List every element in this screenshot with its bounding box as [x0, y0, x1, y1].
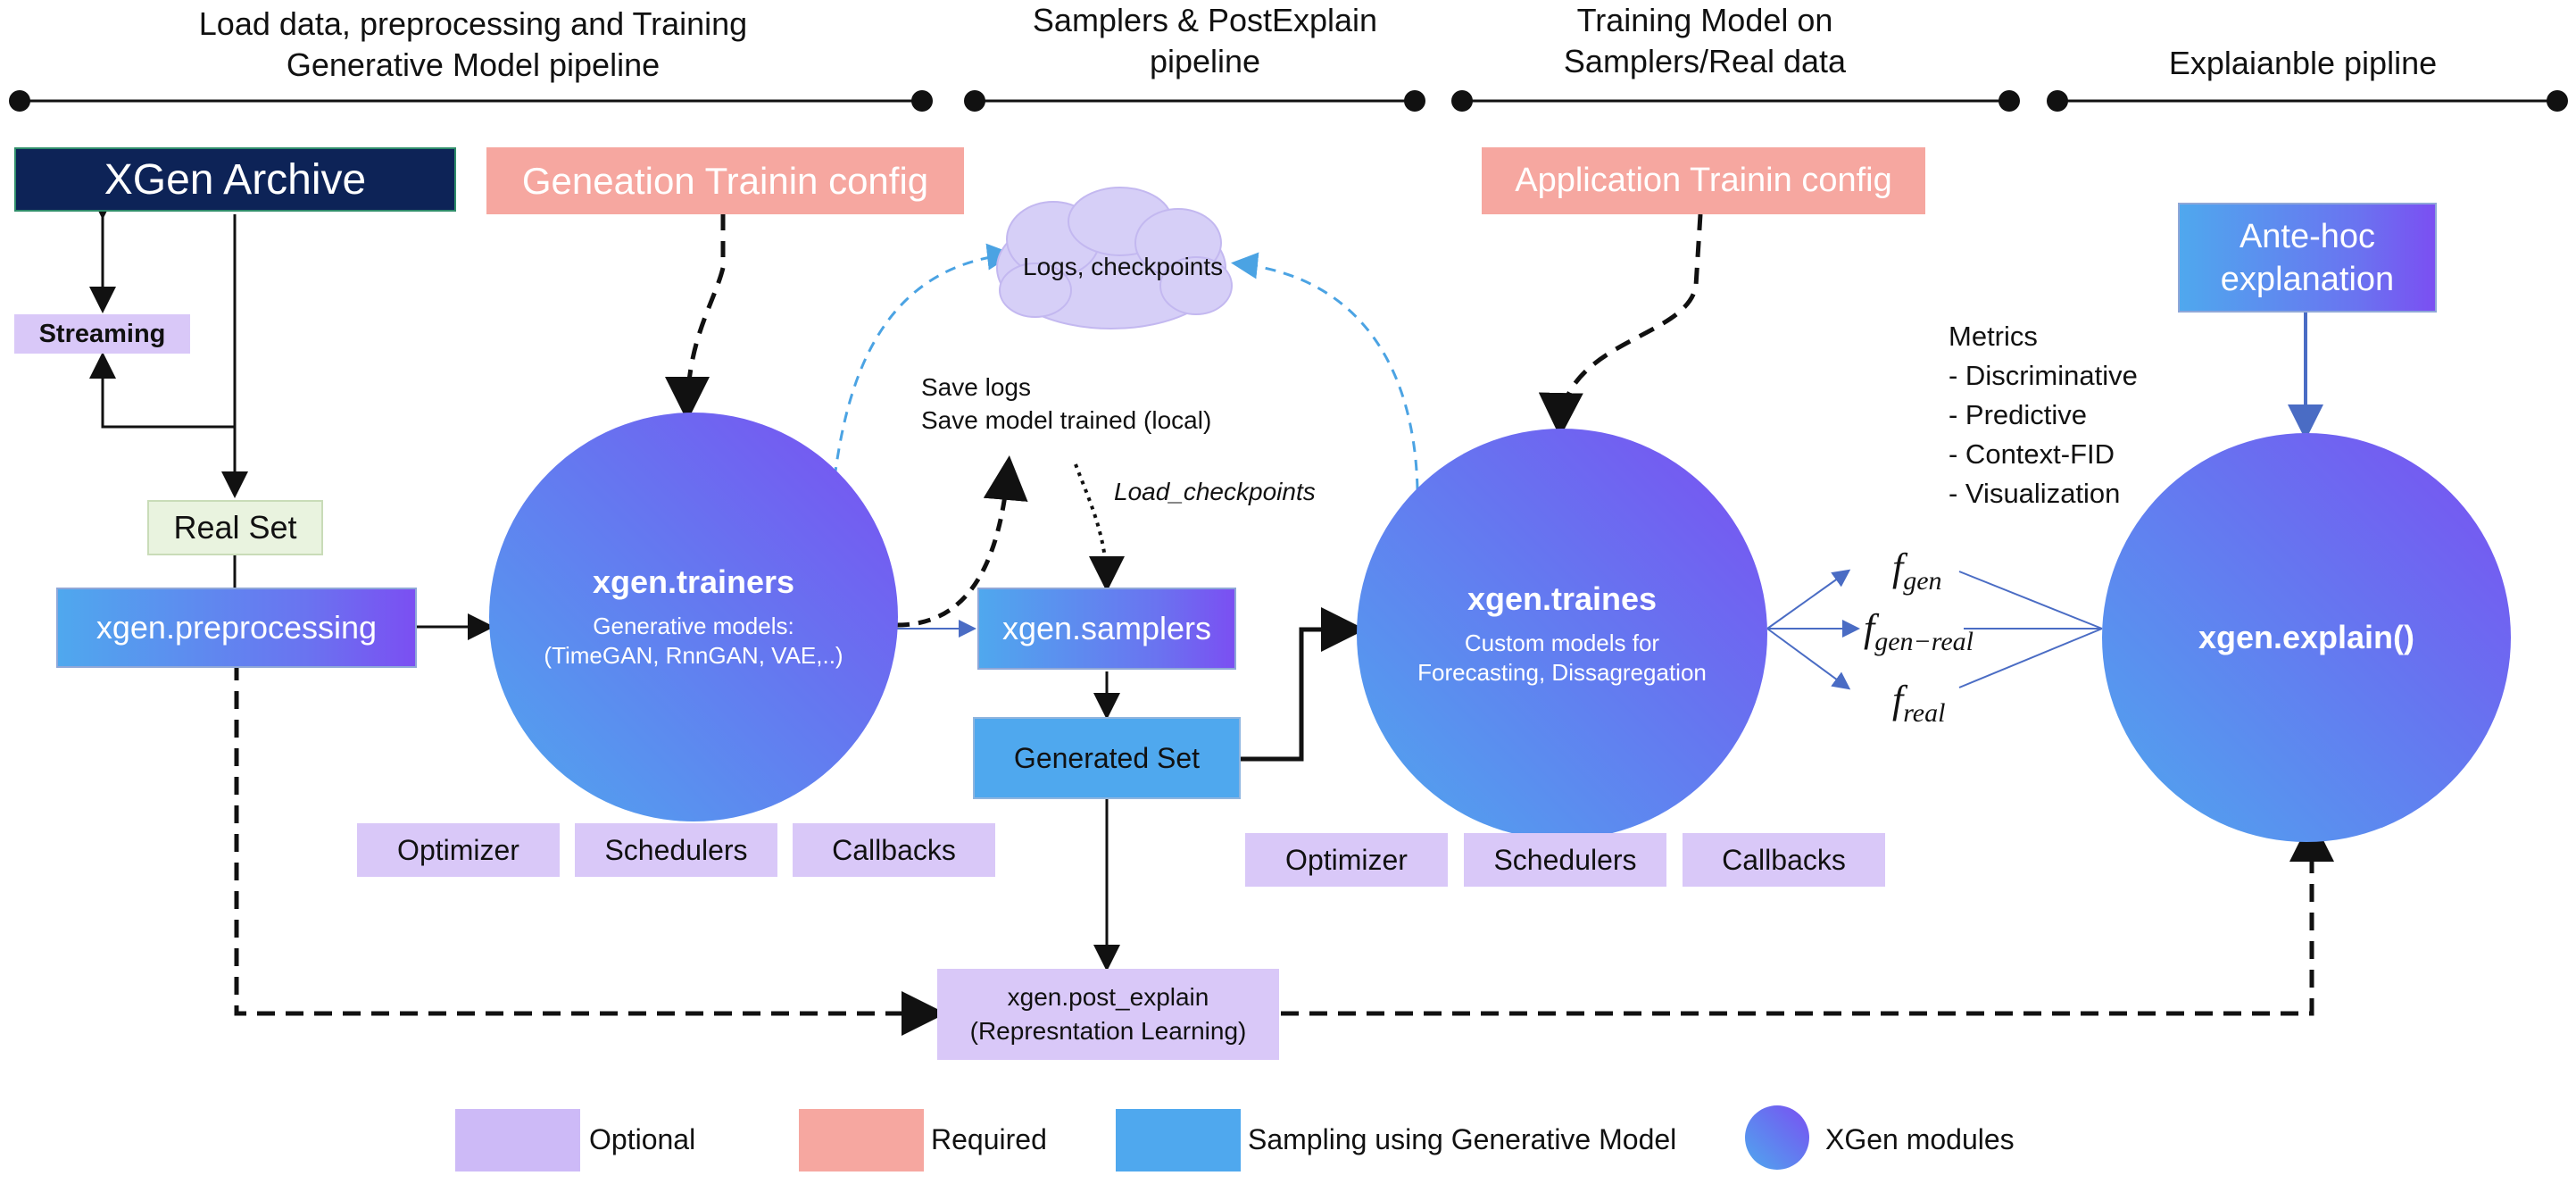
samplers-node: xgen.samplers	[977, 588, 1236, 670]
metrics-list: Metrics - Discriminative - Predictive - …	[1949, 317, 2138, 513]
header-stage1: Load data, preprocessing and Training Ge…	[198, 5, 748, 83]
legend-modules-label: XGen modules	[1825, 1123, 2015, 1155]
arrow-preprocessing-postexplain	[234, 663, 946, 1036]
metric-item: - Discriminative	[1949, 360, 2138, 391]
preprocessing-node: xgen.preprocessing	[56, 588, 417, 668]
save-model-label: Save model trained (local)	[921, 406, 1212, 434]
metrics-title: Metrics	[1949, 321, 2038, 352]
archive-streaming-links	[89, 193, 248, 588]
header-stage3: Training Model on Samplers/Real data	[1563, 2, 1847, 79]
callbacks-1: Callbacks	[793, 823, 995, 877]
arrow-load-checkpoints	[1074, 463, 1125, 592]
antehoc-explanation-node: Ante-hoc explanation	[2178, 203, 2437, 313]
load-checkpoints-label: Load_checkpoints	[1114, 478, 1316, 505]
real-set-node: Real Set	[147, 500, 323, 555]
application-config-node: Application Trainin config	[1482, 147, 1925, 214]
legend-optional-swatch	[455, 1109, 580, 1171]
xgen-trainers-module: xgen.trainers Generative models: (TimeGA…	[489, 413, 898, 821]
schedulers-2: Schedulers	[1464, 833, 1666, 887]
legend-sampling-label: Sampling using Generative Model	[1248, 1123, 1677, 1155]
streaming-node: Streaming	[14, 314, 190, 354]
header-stage2: Samplers & PostExplain pipeline	[1032, 2, 1378, 79]
generation-config-node: Geneation Trainin config	[486, 147, 964, 214]
post-explain-node: xgen.post_explain (Represntation Learnin…	[937, 969, 1279, 1060]
explain-title: xgen.explain()	[2198, 619, 2415, 655]
arrow-trainers-logs	[833, 243, 1014, 479]
legend-sampling-swatch	[1116, 1109, 1241, 1171]
f-to-explain-lines	[1958, 571, 2103, 688]
callbacks-2: Callbacks	[1683, 833, 1885, 887]
xgen-explain-module: xgen.explain()	[2102, 433, 2511, 842]
traines-subtitle: Custom models for Forecasting, Dissagreg…	[1417, 630, 1707, 686]
f-gen-label: fgen	[1892, 546, 1942, 596]
optimizer-2: Optimizer	[1245, 833, 1448, 887]
cloud-shape	[996, 187, 1233, 329]
metric-item: - Context-FID	[1949, 438, 2115, 470]
arrow-genconfig-trainers	[665, 214, 726, 421]
f-real-label: freal	[1892, 678, 1946, 728]
xgen-archive-node: XGen Archive	[14, 147, 456, 212]
legend-required-label: Required	[931, 1123, 1047, 1155]
arrow-generated-traines	[1241, 607, 1366, 762]
header-stage4: Explaianble pipline	[2168, 45, 2438, 81]
metric-item: - Predictive	[1949, 399, 2088, 430]
arrow-appconfig-traines	[1538, 213, 1703, 438]
optimizer-1: Optimizer	[357, 823, 560, 877]
logs-label: Logs, checkpoints	[1023, 253, 1224, 280]
trainers-subtitle: Generative models: (TimeGAN, RnnGAN, VAE…	[544, 613, 843, 669]
xgen-traines-module: xgen.traines Custom models for Forecasti…	[1357, 429, 1767, 839]
arrow-traines-logs	[1231, 252, 1419, 490]
traines-output-arrows	[1766, 569, 1860, 690]
arrow-trainers-savelogs	[896, 455, 1028, 628]
save-logs-label: Save logs	[921, 373, 1031, 401]
legend-modules-swatch	[1745, 1105, 1809, 1170]
legend-required-swatch	[799, 1109, 924, 1171]
generated-set-node: Generated Set	[973, 717, 1241, 799]
trainers-title: xgen.trainers	[592, 563, 795, 600]
legend-optional-label: Optional	[589, 1123, 696, 1155]
schedulers-1: Schedulers	[575, 823, 777, 877]
metric-item: - Visualization	[1949, 478, 2121, 509]
f-gen-real-label: fgen−real	[1864, 606, 1974, 656]
arrow-postexplain-explain	[1281, 817, 2334, 1016]
traines-title: xgen.traines	[1467, 580, 1658, 617]
